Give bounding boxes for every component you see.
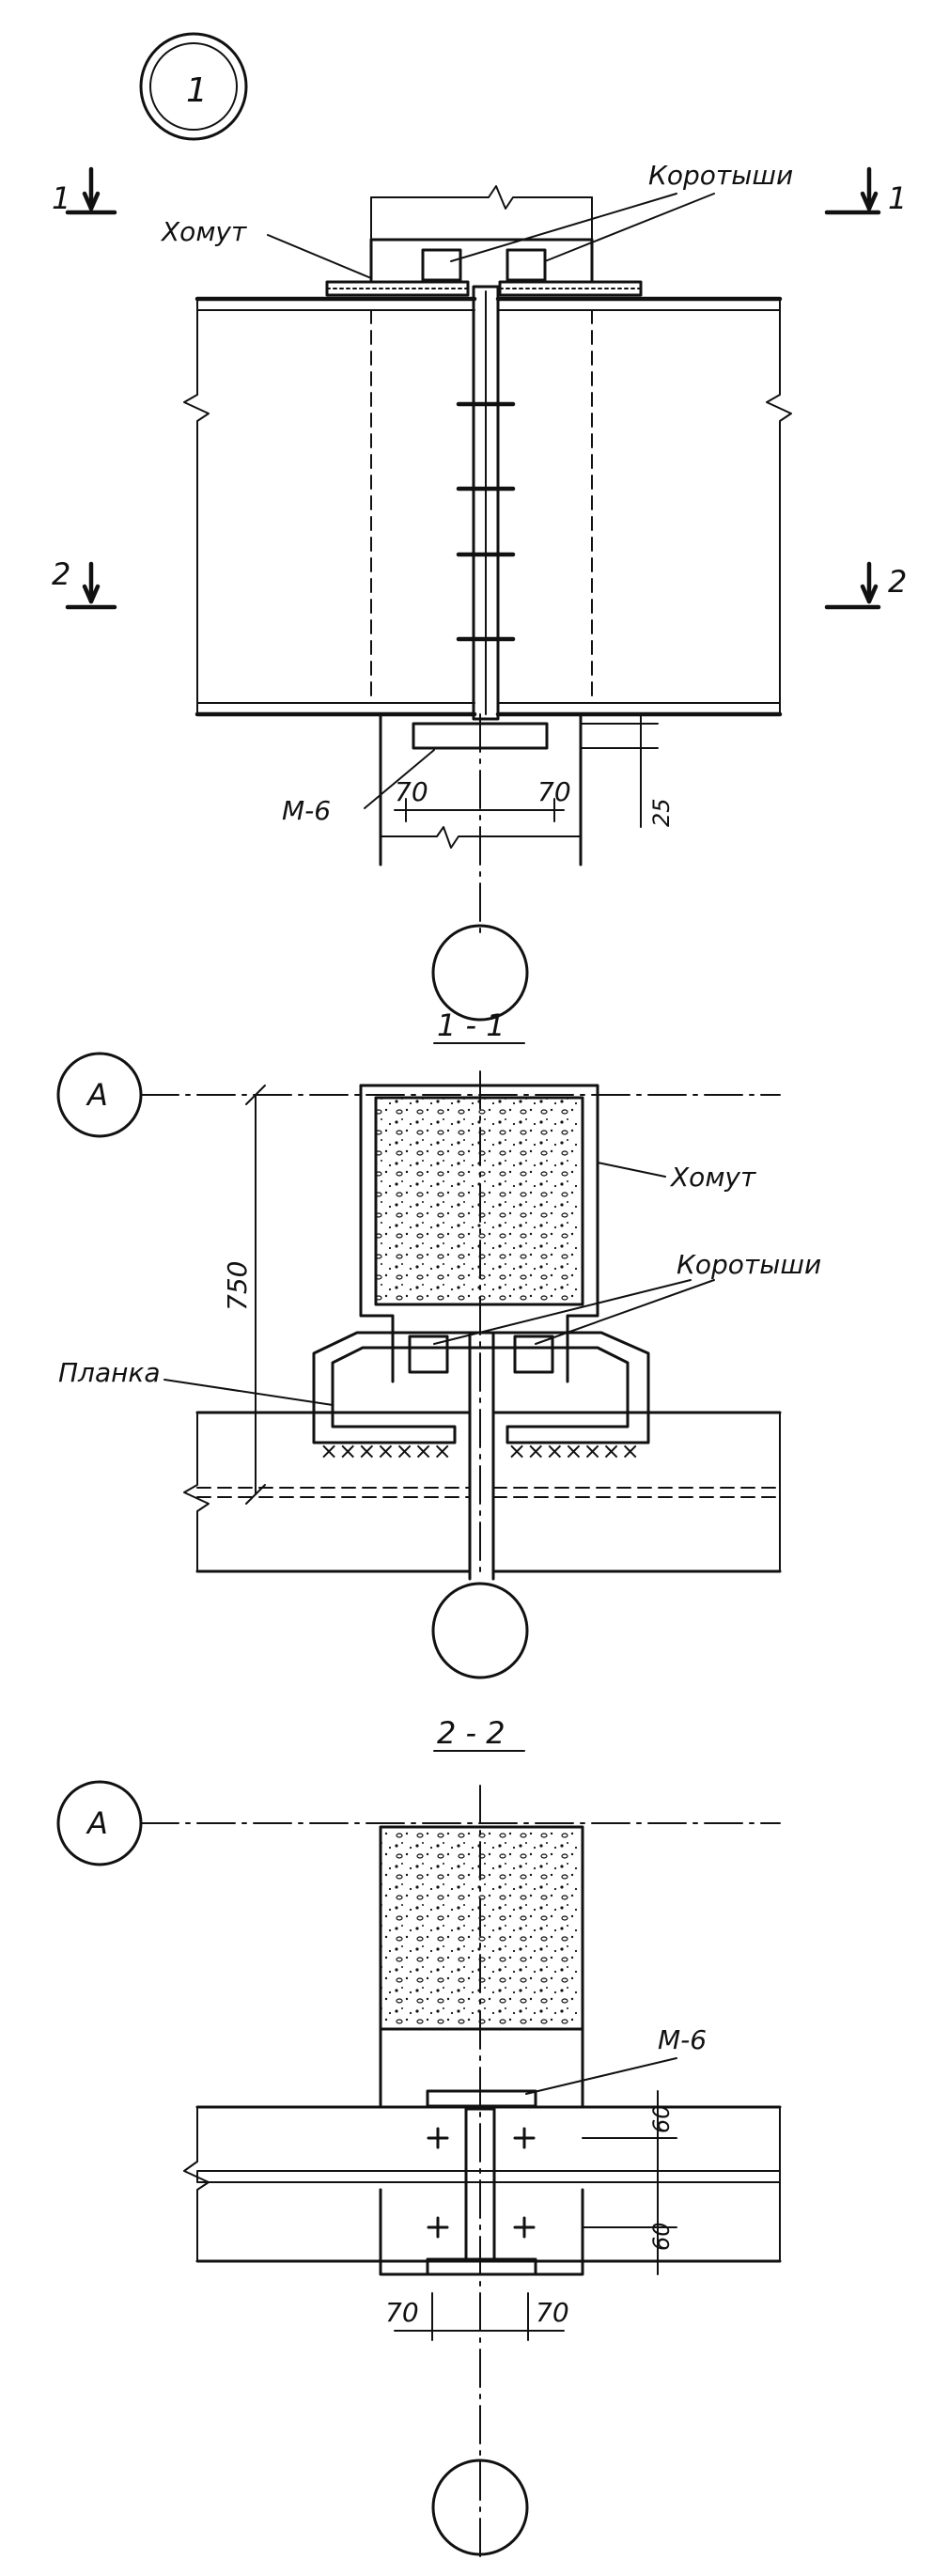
- section-1-1: 1 - 1 А Хомут Коротыши Планка: [56, 1007, 821, 1679]
- svg-text:25: 25: [648, 798, 675, 827]
- beam-section-1: [183, 1333, 782, 1581]
- svg-text:А: А: [86, 1077, 108, 1113]
- column-outline-dashed: [370, 309, 593, 704]
- axis-bubble-1: [431, 924, 529, 1022]
- svg-text:2: 2: [888, 564, 907, 600]
- korotysh-left: [421, 248, 462, 282]
- korotysh-section-right: [513, 1335, 554, 1374]
- m6-plate-top: [426, 2089, 537, 2108]
- section-cut-2-left: 2: [52, 556, 117, 610]
- dim-70-elevation: 70 70: [394, 776, 571, 822]
- beam-left: [183, 296, 477, 717]
- korotysh-right: [506, 248, 547, 282]
- beam-section-2: [183, 2105, 782, 2263]
- svg-text:Хомут: Хомут: [160, 216, 247, 247]
- label-m6-section: М-6: [525, 2024, 707, 2095]
- section-title-1: 1 - 1: [437, 1007, 506, 1043]
- bolt-marks: [427, 2127, 536, 2239]
- concrete-column-section-2: [379, 1825, 584, 2031]
- svg-text:70: 70: [536, 2297, 569, 2328]
- svg-text:Планка: Планка: [58, 1357, 161, 1388]
- khomut-outline: [359, 1084, 599, 1383]
- axis-a-marker-1: А: [56, 1052, 781, 1138]
- svg-text:60: 60: [648, 2222, 675, 2251]
- svg-text:70: 70: [385, 2297, 419, 2328]
- label-khomut-top: Хомут: [160, 216, 372, 279]
- svg-text:750: 750: [222, 1261, 253, 1311]
- svg-text:Коротыши: Коротыши: [648, 160, 793, 191]
- svg-text:М-6: М-6: [658, 2024, 707, 2055]
- section-cut-2-right: 2: [824, 561, 907, 610]
- column-below: 25: [379, 712, 675, 941]
- section-cut-1-left: 1: [52, 166, 117, 216]
- central-stiffener: [464, 2107, 496, 2261]
- weld-marks-left: ×××××××: [319, 1438, 452, 1464]
- svg-text:70: 70: [537, 776, 571, 807]
- beam-right: [495, 296, 792, 717]
- axis-a-marker-2: А: [56, 1780, 781, 1866]
- svg-text:А: А: [86, 1805, 108, 1841]
- detail-number-marker: 1: [139, 32, 248, 141]
- dim-60: 60 60: [582, 2090, 677, 2275]
- section-cut-1-right: 1: [824, 166, 907, 216]
- axis-bubble-2: [431, 1582, 529, 1679]
- section-title-2: 2 - 2: [437, 1715, 506, 1751]
- label-khomut-section: Хомут: [597, 1162, 756, 1193]
- svg-text:60: 60: [648, 2104, 675, 2133]
- detail-number: 1: [186, 71, 208, 110]
- weld-marks-right: ×××××××: [507, 1438, 640, 1464]
- svg-text:1: 1: [52, 180, 70, 216]
- label-korotyshi-top: Коротыши: [450, 160, 793, 262]
- svg-text:70: 70: [395, 776, 428, 807]
- svg-text:М-6: М-6: [282, 795, 331, 826]
- top-dimension: [370, 185, 593, 245]
- clamp-top: [325, 238, 643, 297]
- korotysh-section-left: [408, 1335, 449, 1374]
- dim-70-section: 70 70: [385, 2292, 569, 2341]
- svg-text:1: 1: [888, 180, 907, 216]
- label-planka: Планка: [58, 1357, 334, 1406]
- section-2-2: 2 - 2 А М-6: [56, 1715, 782, 2557]
- svg-text:2: 2: [52, 556, 70, 592]
- axis-bubble-3: [431, 2459, 529, 2556]
- dim-750: 750: [222, 1085, 266, 1505]
- label-m6-elevation: М-6: [282, 749, 435, 826]
- joint-plates: [456, 285, 516, 721]
- svg-text:Хомут: Хомут: [669, 1162, 756, 1193]
- svg-text:Коротыши: Коротыши: [677, 1249, 821, 1280]
- label-korotyshi-section: Коротыши: [433, 1249, 821, 1345]
- elevation-view: 1 1 1 2 2: [52, 32, 907, 1022]
